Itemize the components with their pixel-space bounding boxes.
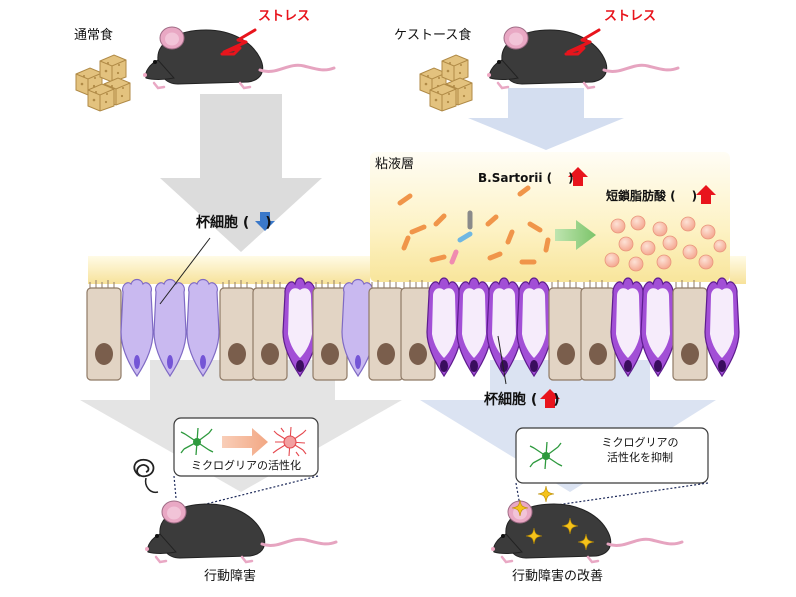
- scfa-spheres: [604, 215, 727, 272]
- arrow-up-icon: [540, 389, 560, 408]
- dotted-connector-left: [173, 475, 319, 509]
- microglia-label-right: ミクログリアの活性化を抑制: [601, 436, 679, 464]
- food-pellet-icon: [419, 54, 473, 112]
- outcome-label-left: 行動障害: [204, 569, 257, 584]
- mucus-layer-thin: [88, 256, 370, 284]
- diet-label-normal: 通常食: [74, 28, 114, 43]
- dizzy-icon: [133, 458, 155, 478]
- mucus-layer-thick: [370, 152, 730, 282]
- arrow-up-icon: [568, 167, 588, 186]
- diet-to-gut-arrow-left: [160, 94, 322, 252]
- microglia-icon: [272, 426, 307, 457]
- microglia-icon: [180, 427, 214, 456]
- mouse-icon: [489, 499, 684, 564]
- microglia-icon: [529, 441, 563, 470]
- microglia-box-right: [515, 427, 709, 484]
- green-arrow-icon: [555, 220, 596, 250]
- pointer-line-right: [497, 335, 507, 385]
- dotted-connector-right: [515, 482, 709, 509]
- arrow-down-icon: [255, 212, 275, 231]
- mucus-label: 粘液層: [375, 157, 415, 172]
- mouse-icon: [485, 25, 680, 90]
- mouse-icon: [143, 499, 338, 564]
- activation-arrow-icon: [222, 428, 268, 456]
- scfa-label: 短鎖脂肪酸 (): [606, 189, 698, 203]
- stress-label-right: ストレス: [604, 9, 657, 24]
- lightning-icon: [220, 28, 257, 56]
- goblet-label-left: 杯細胞 (): [196, 215, 272, 231]
- arrow-up-icon: [696, 185, 716, 204]
- bacteria-cluster: [397, 185, 551, 265]
- mouse-icon: [141, 25, 336, 90]
- goblet-label-right: 杯細胞 (): [484, 392, 560, 408]
- bacteria-label: B.Sartorii (): [478, 171, 574, 185]
- gut-to-brain-arrow-right: [420, 360, 716, 492]
- sparkle-icon: [537, 485, 555, 503]
- microglia-label-left: ミクログリアの活性化: [191, 459, 301, 472]
- food-pellet-icon: [75, 54, 131, 112]
- diet-to-gut-arrow-right: [468, 88, 624, 150]
- lightning-icon: [564, 28, 601, 56]
- diet-label-kestose: ケストース食: [394, 28, 472, 43]
- pointer-line-left: [159, 237, 211, 305]
- stress-label-left: ストレス: [258, 9, 311, 24]
- outcome-label-right: 行動障害の改善: [512, 569, 604, 584]
